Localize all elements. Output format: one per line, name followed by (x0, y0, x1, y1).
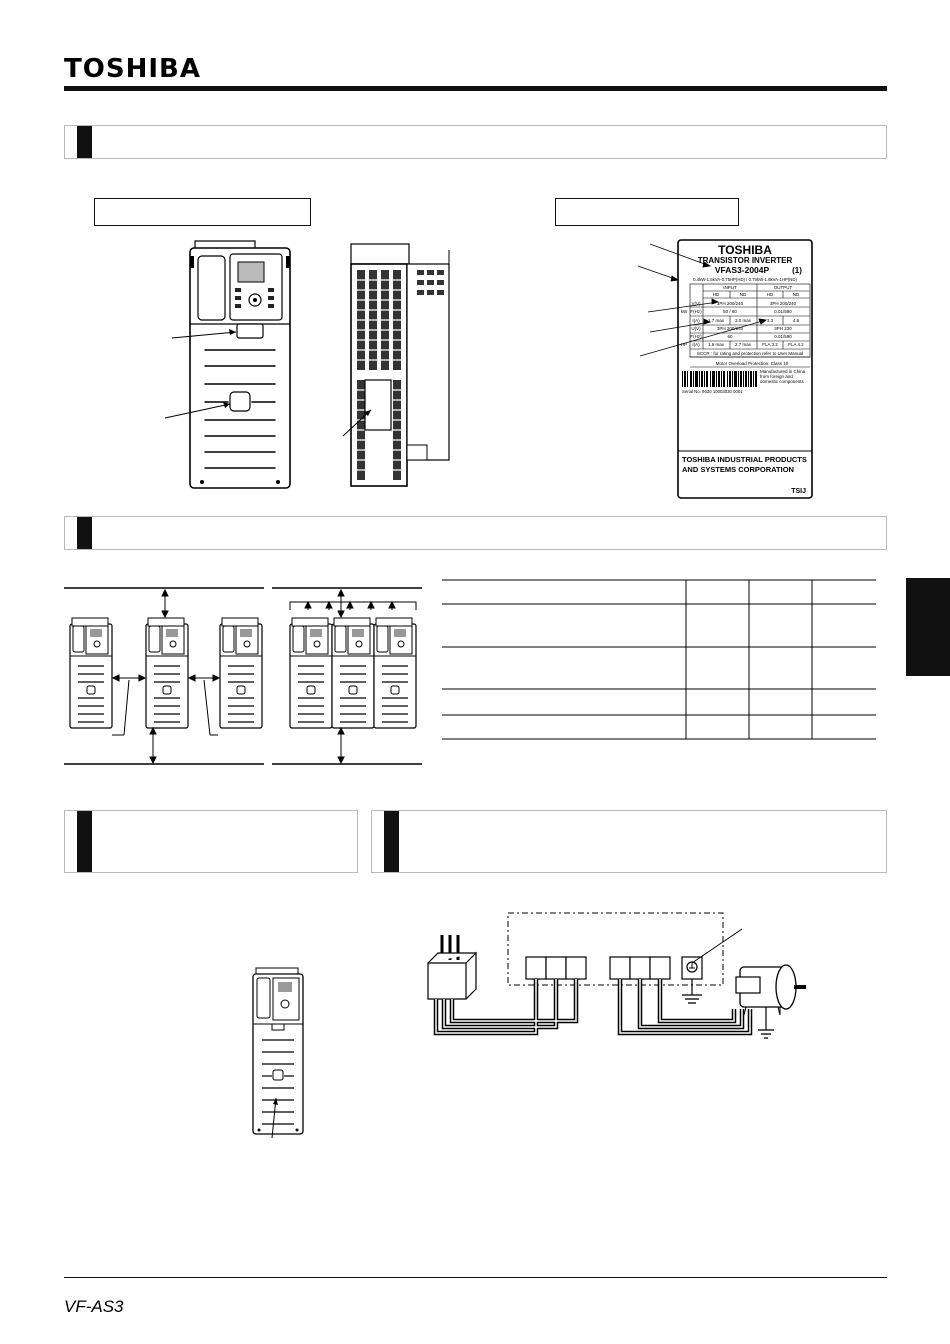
section-header-1 (64, 125, 887, 159)
nameplate-serial: Serial No. 9630 10003030 0001 (682, 389, 743, 394)
barcode (682, 371, 757, 387)
nameplate-brand: TOSHIBA (718, 243, 772, 257)
nameplate-sccr: SCCR : for rating and protection refer t… (697, 351, 803, 356)
nameplate-row2-label: F(Hz) (690, 309, 702, 314)
nameplate-overload: Motor Overload Protection: Class 10 (716, 361, 789, 366)
nameplate-nd-out: ND (793, 292, 800, 297)
installation-clearance-diagram (64, 587, 422, 765)
nameplate-row1-input: 3PH 200/240 (717, 301, 744, 306)
nameplate-row1-label: V(V) (692, 301, 702, 306)
inverter-front-view (164, 240, 291, 489)
toshiba-logo: TOSHIBA (64, 54, 201, 84)
nameplate-row1-output: 3PH 200/240 (770, 301, 797, 306)
header-rule (64, 86, 887, 91)
nameplate-hd-out: HD (767, 292, 774, 297)
section-marker (77, 126, 92, 158)
inverter-side-view (342, 243, 450, 487)
nameplate-row6-output-hd: FLA 3.2 (762, 342, 778, 347)
nameplate-row3-output-nd: 4.6 (793, 318, 800, 323)
inverter-small-front (252, 967, 304, 1139)
nameplate-kw-label: kW (681, 309, 688, 314)
chapter-tab (906, 578, 950, 676)
wiring-diagram (427, 912, 806, 1039)
nameplate-row6-label: I(A) (692, 342, 700, 347)
nameplate-row5-label: F(Hz) (690, 334, 702, 339)
clearance-table (442, 579, 876, 740)
nameplate-nd-in: ND (740, 292, 747, 297)
nameplate-col-input: INPUT (723, 285, 737, 290)
section-header-4 (371, 810, 887, 873)
nameplate-row3-output-hd: 3.3 (767, 318, 774, 323)
footer-model: VF-AS3 (64, 1297, 124, 1316)
section-marker (77, 517, 92, 549)
nameplate-row4-label: U(V) (691, 326, 701, 331)
label-box-unit (94, 198, 311, 226)
nameplate-hp-label: HP (681, 342, 687, 347)
label-box-nameplate (555, 198, 739, 226)
section-marker (77, 811, 92, 872)
motor-icon (735, 964, 806, 1039)
nameplate-row6-input-hd: 1.6 max (708, 342, 725, 347)
nameplate-diagram: TOSHIBA TRANSISTOR INVERTER VFAS3-2004P … (637, 239, 813, 499)
nameplate-row6-output-nd: FLA 4.2 (788, 342, 804, 347)
nameplate-row2-output: 0.01/590 (774, 309, 792, 314)
nameplate-code: TSIJ (791, 488, 806, 495)
nameplate-row6-input-nd: 2.7 max (735, 342, 752, 347)
nameplate-row2-input: 50 / 60 (723, 309, 737, 314)
footer-rule (64, 1277, 887, 1278)
nameplate-row4-input: 3PH 200/240 (717, 326, 744, 331)
nameplate-row3-label: I(A) (692, 318, 700, 323)
nameplate-row3-input-hd: 1.7 max (708, 318, 725, 323)
nameplate-row5-output: 0.01/590 (774, 334, 792, 339)
nameplate-hd-in: HD (713, 292, 720, 297)
nameplate-col-output: OUTPUT (774, 285, 793, 290)
section-marker (384, 811, 399, 872)
nameplate-made-in: Manufactured in China from foreign and d… (760, 369, 806, 384)
nameplate-row3-input-nd: 3.0 max (735, 318, 752, 323)
nameplate-company: TOSHIBA INDUSTRIAL PRODUCTS AND SYSTEMS … (682, 455, 807, 474)
section-header-2 (64, 516, 887, 550)
nameplate-product: TRANSISTOR INVERTER (698, 256, 793, 265)
nameplate-row4-output: 3PH 230 (774, 326, 792, 331)
nameplate-row5-input: 60 (727, 334, 733, 339)
nameplate-model: VFAS3-2004P (715, 265, 770, 275)
nameplate-model-suffix: (1) (792, 266, 802, 275)
section-header-3 (64, 810, 358, 873)
nameplate-power-line: 0.4kW-1.5kVA-0.75HP(HD) / 0.75kW-1.8kVA-… (693, 277, 797, 282)
